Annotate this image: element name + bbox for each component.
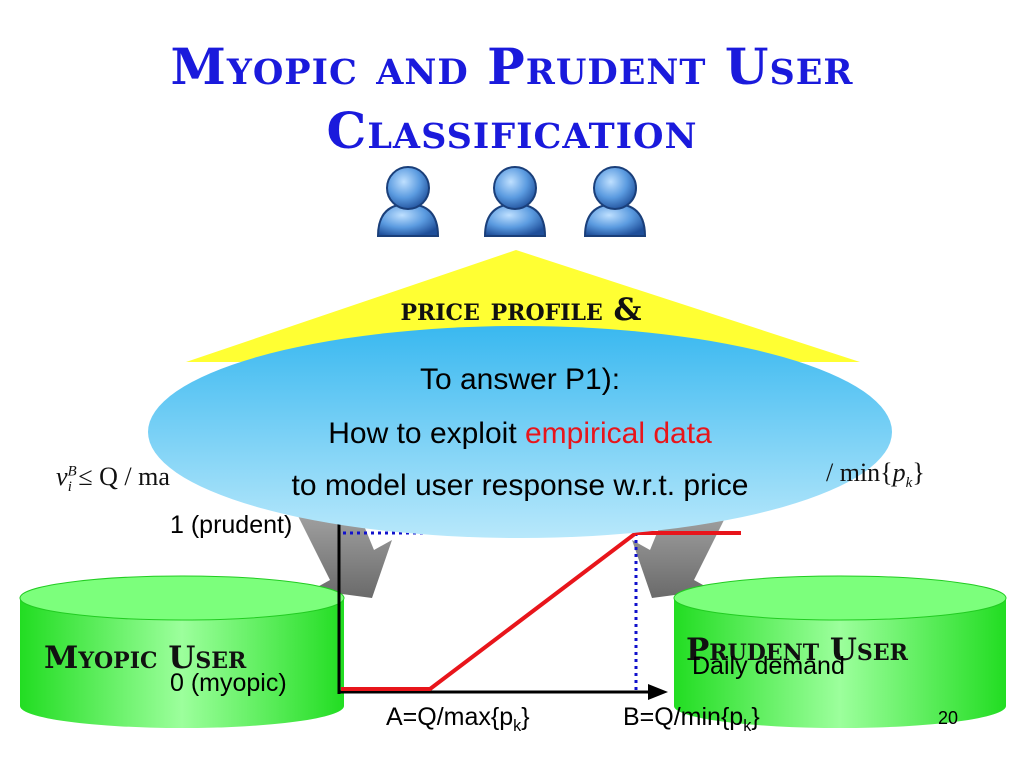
user-icon bbox=[583, 166, 647, 237]
formula-left: vBi ≤ Q / ma bbox=[56, 462, 170, 496]
page-number: 20 bbox=[938, 708, 959, 728]
formula-right-sub: k bbox=[905, 475, 913, 492]
formula-left-sup: B bbox=[67, 463, 77, 480]
slide-title-line1: Myopic and Prudent User bbox=[170, 37, 854, 96]
user-icon bbox=[376, 166, 440, 237]
user-icon bbox=[483, 166, 547, 237]
prudent-user-label: Prudent User bbox=[686, 632, 908, 668]
tick-a-close: } bbox=[521, 703, 530, 731]
callout-line2: How to exploit empirical data bbox=[150, 414, 890, 454]
formula-right: / min{pk} bbox=[826, 458, 925, 492]
formula-left-op: ≤ Q / ma bbox=[78, 462, 170, 491]
y-label-prudent: 1 (prudent) bbox=[170, 511, 293, 539]
triangle-label: price profile & bbox=[400, 292, 642, 328]
formula-right-text: / min{ bbox=[826, 458, 893, 487]
myopic-user-label: Myopic User bbox=[44, 640, 247, 676]
x-axis-label: Daily demand bbox=[692, 652, 845, 680]
callout-line3: to model user response w.r.t. price bbox=[291, 469, 749, 502]
tick-b-main: B=Q/min{p bbox=[623, 703, 744, 731]
formula-left-var: v bbox=[56, 462, 68, 491]
formula-left-sub: i bbox=[67, 479, 72, 496]
tick-b-close: } bbox=[751, 703, 760, 731]
prudent-user-cylinder bbox=[673, 575, 1007, 728]
tick-a-main: A=Q/max{p bbox=[386, 703, 514, 731]
tick-b-sub: k bbox=[743, 717, 752, 735]
tick-a-sub: k bbox=[513, 717, 522, 735]
x-axis-arrow-icon bbox=[648, 684, 668, 700]
myopic-user-cylinder bbox=[19, 575, 345, 728]
tick-a-label: A=Q/max{pk} bbox=[386, 703, 530, 736]
callout-line2-prefix: How to exploit bbox=[328, 417, 525, 450]
tick-b-label: B=Q/min{pk} bbox=[623, 703, 760, 736]
callout-ellipse bbox=[148, 326, 892, 538]
formula-right-close: } bbox=[912, 458, 925, 487]
formula-right-var: p bbox=[892, 458, 906, 487]
user-response-curve bbox=[341, 531, 741, 691]
yellow-triangle bbox=[186, 250, 860, 362]
callout-line1: To answer P1): bbox=[419, 363, 621, 396]
callout-highlight: empirical data bbox=[525, 417, 712, 450]
slide-title-line2: Classification bbox=[326, 101, 698, 160]
y-label-myopic: 0 (myopic) bbox=[170, 669, 287, 697]
